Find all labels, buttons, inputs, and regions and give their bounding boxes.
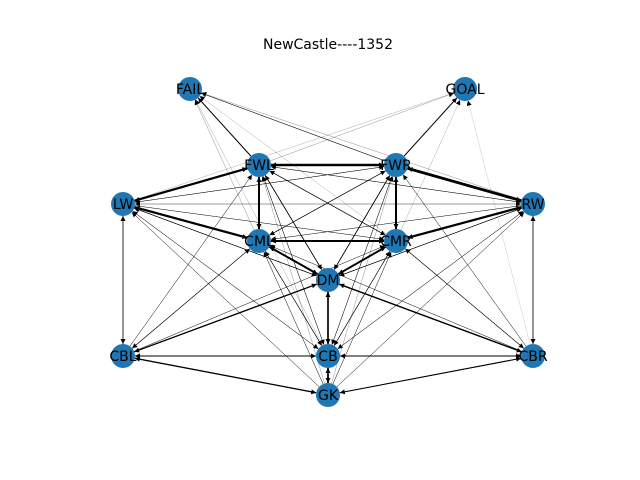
node-circle-lw	[111, 192, 135, 216]
node-label-dm: DM	[317, 273, 340, 289]
edge-fwl-to-goal	[270, 92, 454, 162]
node-circle-cbr	[521, 344, 545, 368]
edge-rw-to-fail	[201, 92, 522, 201]
edge-cmr-to-fail	[199, 96, 387, 234]
edge-cbl-to-gk	[134, 357, 317, 395]
node-label-cmr: CMR	[380, 234, 412, 250]
edge-cml-to-lw	[134, 206, 248, 239]
edge-cmr-to-cbr	[405, 248, 524, 349]
node-label-gk: GK	[318, 388, 339, 404]
node-lw: LW	[111, 192, 135, 216]
node-circle-fwl	[247, 153, 271, 177]
node-circle-dm	[316, 268, 340, 292]
node-fail: FAIL	[176, 77, 204, 101]
node-circle-cmr	[384, 229, 408, 253]
edge-cmr-to-goal	[400, 99, 461, 231]
node-circle-cbl	[111, 344, 135, 368]
node-fwl: FWL	[244, 153, 274, 177]
edge-layer	[120, 92, 536, 395]
edge-cml-to-cbl	[132, 248, 250, 349]
edge-gk-to-cml	[263, 251, 324, 385]
edge-cbl-to-fwl	[129, 174, 253, 347]
node-dm: DM	[316, 268, 340, 292]
node-gk: GK	[316, 383, 340, 407]
chart-title: NewCastle----1352	[263, 37, 393, 53]
edge-fwr-to-goal	[403, 97, 458, 157]
node-circle-cb	[316, 344, 340, 368]
edge-dm-to-fwl	[264, 175, 323, 270]
edge-fwr-to-fail	[201, 92, 385, 162]
node-label-goal: GOAL	[446, 82, 485, 98]
edge-cbr-to-goal	[466, 100, 531, 345]
node-cbr: CBR	[518, 344, 548, 368]
node-goal: GOAL	[446, 77, 485, 101]
node-layer: FAIL GOAL FWL FWR LW RW CML CMR DM CBL CB CBR GK	[109, 77, 548, 407]
edge-fwl-to-rw	[270, 166, 522, 205]
node-label-cbr: CBR	[518, 349, 547, 365]
node-circle-rw	[521, 192, 545, 216]
edge-cml-to-fail	[194, 99, 255, 231]
edge-cmr-to-rw	[407, 206, 522, 239]
edge-gk-to-rw	[336, 211, 525, 388]
edge-cmr-to-cb	[333, 251, 391, 346]
edge-gk-to-lw	[131, 211, 320, 388]
node-circle-fwr	[384, 153, 408, 177]
edge-gk-to-fwr	[331, 176, 394, 384]
edge-cbr-to-gk	[339, 357, 522, 395]
node-circle-gk	[316, 383, 340, 407]
edge-fwr-to-cb	[331, 176, 393, 345]
node-cmr: CMR	[380, 229, 412, 253]
node-cml: CML	[244, 229, 274, 253]
edge-cml-to-cb	[264, 251, 323, 346]
node-label-cbl: CBL	[109, 349, 136, 365]
node-cb: CB	[316, 344, 340, 368]
node-fwr: FWR	[380, 153, 412, 177]
node-label-rw: RW	[521, 197, 544, 213]
node-circle-fail	[178, 77, 202, 101]
edge-fwl-to-cmr	[269, 170, 386, 236]
node-rw: RW	[521, 192, 545, 216]
edge-fwr-to-lw	[134, 166, 385, 205]
edge-lw-to-goal	[134, 92, 454, 201]
edge-rw-to-cml	[270, 205, 522, 242]
node-label-lw: LW	[113, 197, 134, 213]
node-cbl: CBL	[109, 344, 137, 368]
edge-lw-to-cmr	[134, 205, 385, 242]
edge-cbr-to-cml	[269, 245, 523, 352]
edge-fwl-to-cb	[262, 176, 325, 345]
edge-fwl-to-fail	[197, 97, 252, 157]
node-circle-cml	[247, 229, 271, 253]
edge-gk-to-cmr	[332, 251, 392, 385]
edge-gk-to-fwl	[261, 176, 325, 384]
edge-cb-to-rw	[337, 210, 524, 350]
edge-cbl-to-cmr	[133, 245, 386, 352]
node-label-cb: CB	[318, 349, 337, 365]
edge-dm-to-fwr	[333, 175, 391, 270]
node-label-fwl: FWL	[244, 158, 274, 174]
edge-cb-to-lw	[132, 210, 319, 350]
node-label-fail: FAIL	[176, 82, 204, 98]
node-circle-goal	[453, 77, 477, 101]
edge-cbr-to-fwr	[402, 174, 527, 347]
node-label-fwr: FWR	[380, 158, 412, 174]
node-label-cml: CML	[244, 234, 274, 250]
